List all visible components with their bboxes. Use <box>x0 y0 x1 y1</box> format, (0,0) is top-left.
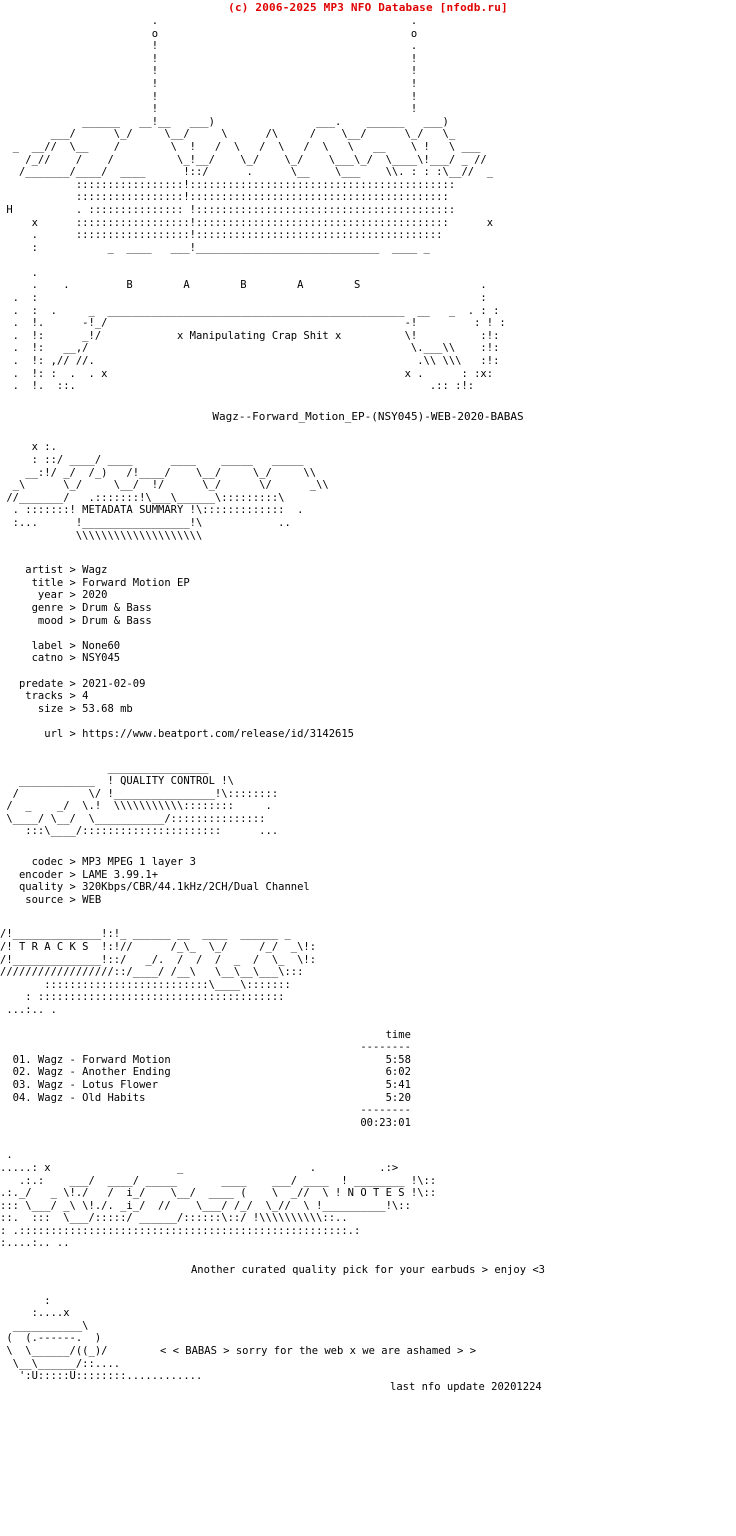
release-dirname: Wagz--Forward_Motion_EP-(NSY045)-WEB-202… <box>212 409 524 423</box>
tracklist-block: time -------- 01. Wagz - Forward Motion … <box>12 1028 411 1129</box>
notes-banner-ascii-art: . .....: x _ . .:> .:.: ___/ ____/ _____… <box>0 1149 437 1250</box>
bottom-ascii-art: : :....x ___________\ ( (.------. ) \ \_… <box>6 1294 203 1383</box>
quality-control-block: codec > MP3 MPEG 1 layer 3 encoder > LAM… <box>18 856 310 906</box>
quality-banner-ascii-art: ________________ ____________ ! QUALITY … <box>6 762 279 838</box>
metadata-summary-block: artist > Wagz title > Forward Motion EP … <box>18 564 355 740</box>
site-header: (c) 2006-2025 MP3 NFO Database [nfodb.ru… <box>228 1 508 14</box>
last-nfo-update: last nfo update 20201224 <box>390 1381 542 1394</box>
tracks-banner-ascii-art: /!______________!:!_ ______ __ ____ ____… <box>0 928 317 1016</box>
top-logo-ascii-art: . . o o ! . <box>6 15 506 393</box>
notes-message: Another curated quality pick for your ea… <box>190 1264 545 1277</box>
group-greet: < < BABAS > sorry for the web x we are a… <box>160 1344 477 1357</box>
metadata-banner-ascii-art: x :. : ::/ ____/ ____ ____ _____ _____ _… <box>6 441 329 542</box>
